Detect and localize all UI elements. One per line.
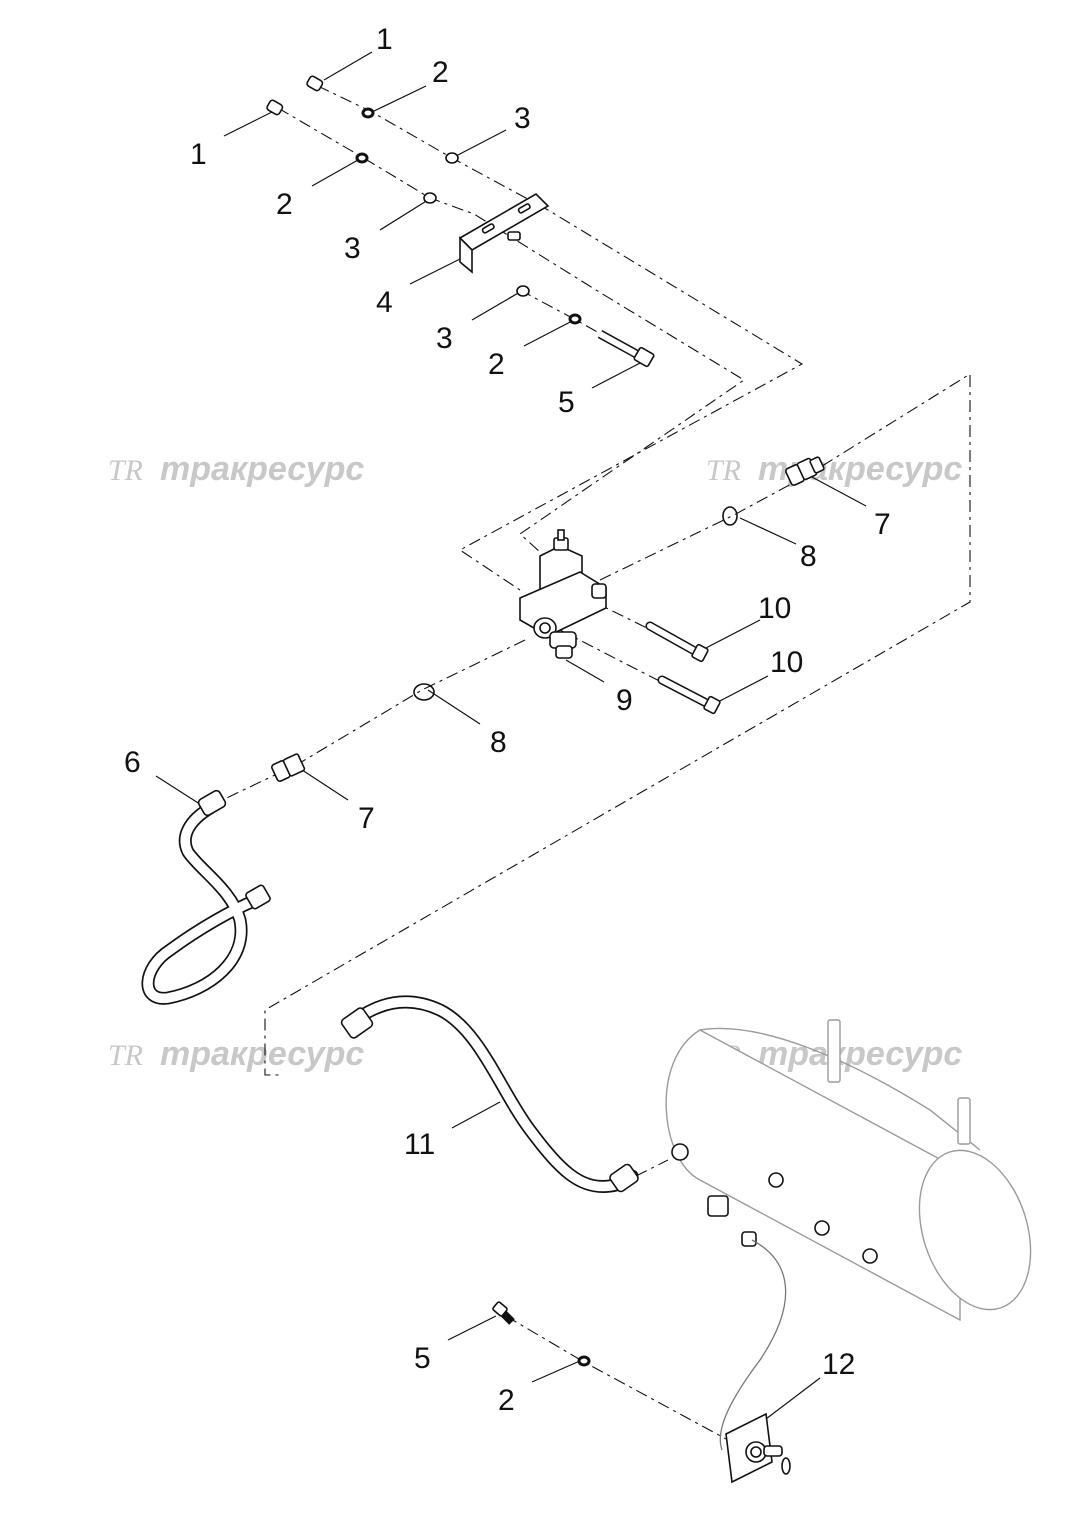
callout-1: 1 [376,23,393,56]
callout-3: 3 [344,232,361,265]
assembly-line [264,373,971,1076]
hose-11 [340,995,639,1193]
hose-6 [141,789,271,1005]
callout-5: 5 [558,386,575,419]
drain-plate-12 [725,1412,791,1484]
callout-6: 6 [124,746,141,779]
washer-2 [355,107,591,1367]
callout-2: 2 [488,348,505,381]
callout-8: 8 [800,540,817,573]
bolt-5-upper [597,330,655,368]
leader-lines [155,51,867,1423]
o-ring-8-upper [722,506,738,526]
callout-2: 2 [432,56,449,89]
assembly-line [635,1159,669,1177]
assembly-line [277,107,746,571]
bolt-5-lower [492,1301,515,1325]
air-tank [665,1019,1032,1451]
watermark-logo: TR [108,1039,143,1072]
watermark-logo: TR [108,454,143,487]
callout-10: 10 [758,592,791,625]
watermark-text: тракресурс [160,450,364,488]
o-ring-8-lower [413,683,435,701]
callout-11: 11 [404,1128,435,1161]
callout-3: 3 [436,322,453,355]
callout-2: 2 [276,188,293,221]
callout-labels: 1 2 3 1 2 3 4 3 2 5 7 8 10 10 9 8 6 7 11… [124,23,891,1417]
watermark-bottom-left: TR тракресурс [108,1035,364,1073]
callout-12: 12 [822,1348,855,1381]
assembly-line [317,85,804,591]
callout-10: 10 [770,646,803,679]
watermark-logo: TR [706,454,741,487]
long-bolt-10-lower [657,675,721,715]
callout-8: 8 [490,726,507,759]
long-bolt-10-upper [645,621,709,663]
callout-9: 9 [616,684,633,717]
watermark-text: тракресурс [160,1035,364,1073]
bracket-4 [458,192,550,274]
cap-nut-1-upper [306,75,324,92]
fitting-7-upper [785,456,825,486]
callout-2: 2 [498,1384,515,1417]
callout-7: 7 [874,508,891,541]
pressure-valve-9 [519,529,607,659]
callout-1: 1 [190,138,207,171]
watermark-top-right: TR тракресурс [706,450,962,488]
watermark-top-left: TR тракресурс [108,450,364,488]
callout-7: 7 [358,802,375,835]
callout-5: 5 [414,1342,431,1375]
callout-4: 4 [376,286,393,319]
washer-3 [423,152,530,297]
assembly-line [505,1315,729,1441]
callout-3: 3 [514,102,531,135]
assembly-line [213,639,526,805]
fitting-7-lower [271,753,306,782]
cap-nut-1-lower [266,99,284,116]
